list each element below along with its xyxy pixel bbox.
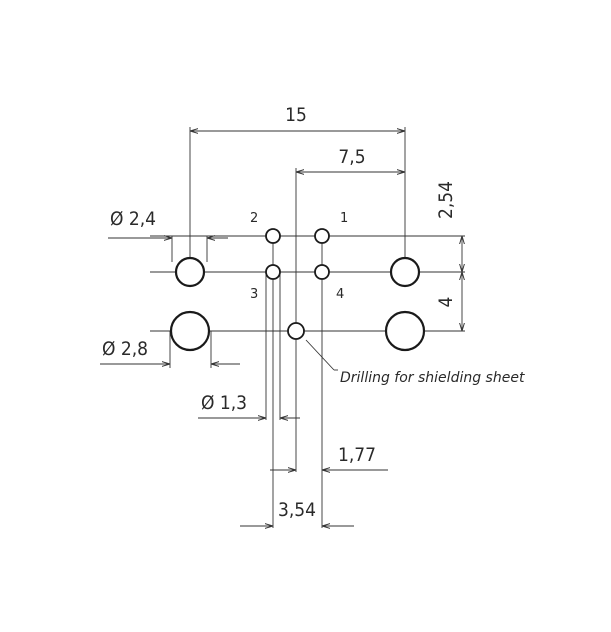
- mount-hole-lower-right: [384, 310, 426, 352]
- pin-label-1: 1: [340, 211, 348, 226]
- pin-label-2: 2: [250, 211, 258, 226]
- contact-hole-3: [265, 264, 281, 280]
- holes: [169, 228, 426, 352]
- dim-pitch-horizontal: 3,54: [278, 499, 316, 521]
- shield-leader: [305, 339, 338, 371]
- dim-contact-diameter: Ø 1,3: [201, 392, 247, 414]
- mount-hole-upper-right: [389, 256, 421, 288]
- dim-width-total: 15: [285, 104, 307, 126]
- dim-pitch-vertical-small: 2,54: [435, 181, 457, 219]
- shield-note: Drilling for shielding sheet: [340, 370, 525, 386]
- shield-hole: [287, 322, 305, 340]
- contact-hole-4: [314, 264, 330, 280]
- dim-shield-offset: 1,77: [338, 444, 376, 466]
- dim-mount-large-diameter: Ø 2,8: [102, 338, 148, 360]
- dim-pitch-vertical-large: 4: [435, 297, 457, 308]
- contact-hole-1: [314, 228, 330, 244]
- dim-width-half: 7,5: [338, 146, 365, 168]
- dim-mount-small-diameter: Ø 2,4: [110, 208, 156, 230]
- pin-label-4: 4: [336, 287, 344, 302]
- contact-hole-2: [265, 228, 281, 244]
- mount-hole-lower-left: [169, 310, 211, 352]
- mount-hole-upper-left: [174, 256, 206, 288]
- dimension-lines: [100, 131, 462, 526]
- pin-label-3: 3: [250, 287, 258, 302]
